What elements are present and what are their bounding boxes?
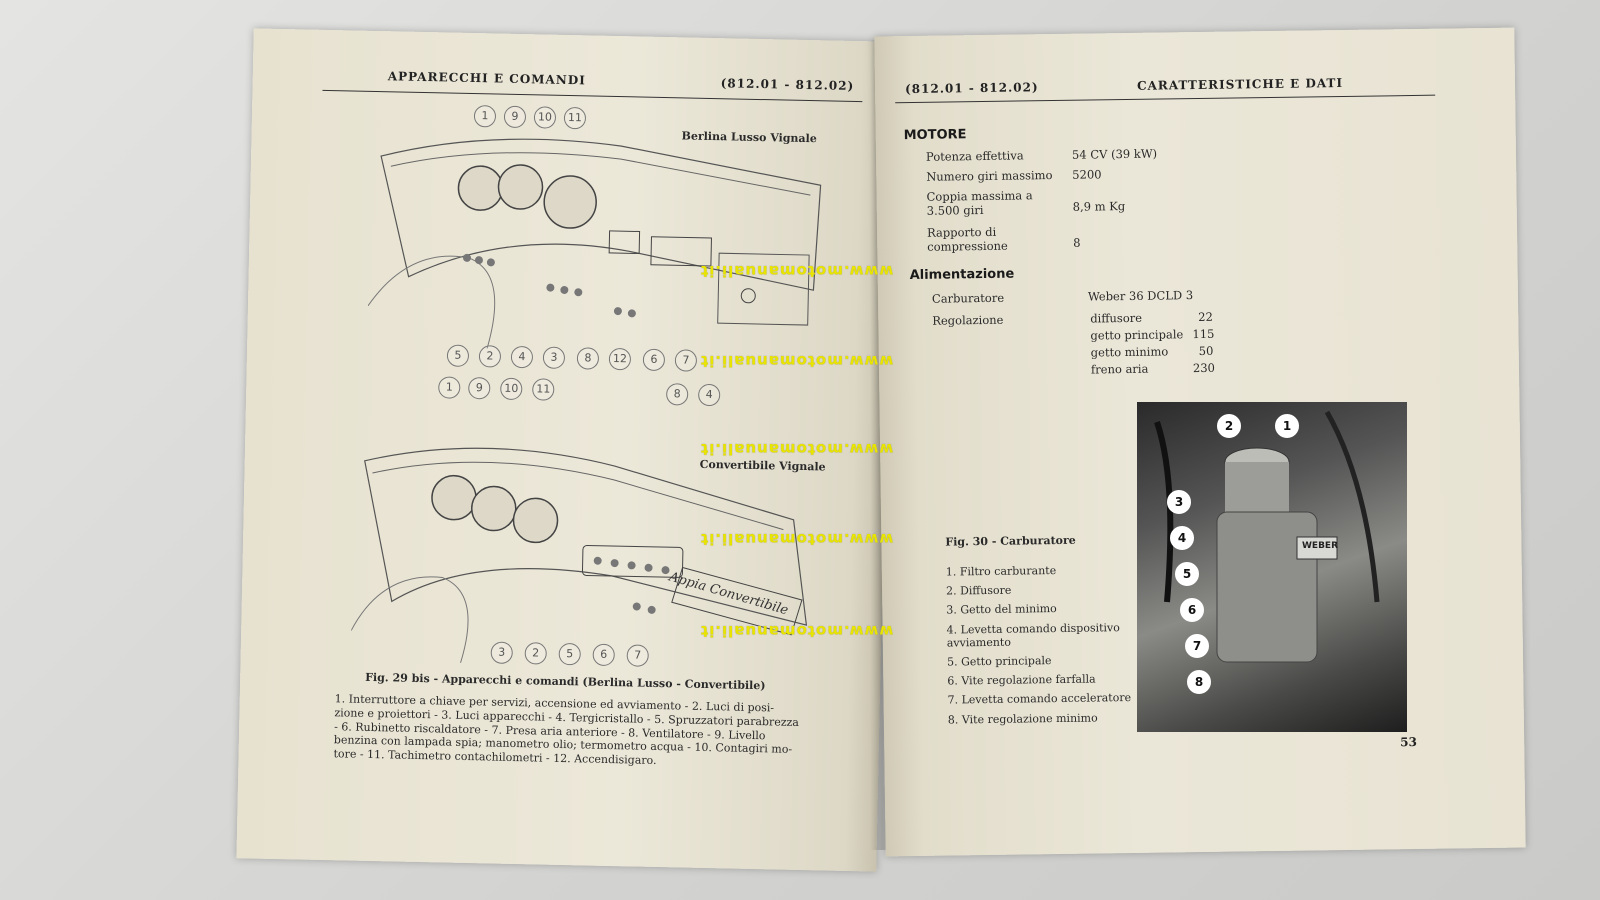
left-header-rule xyxy=(322,89,863,103)
diagram1-callout: 7 xyxy=(674,349,698,372)
diagram2-callout: 4 xyxy=(697,383,721,407)
legend-item: 2. Diffusore xyxy=(945,583,1012,598)
page-number: 53 xyxy=(1400,735,1418,750)
legend-item: 4. Levetta comando dispositivo avviament… xyxy=(946,620,1120,650)
fig30-legend: 1. Filtro carburante 2. Diffusore 3. Get… xyxy=(946,563,1153,733)
legend-item: 7. Levetta comando acceleratore xyxy=(947,691,1132,707)
legend-item: 3. Getto del minimo xyxy=(946,602,1057,617)
spec-label: Numero giri massimo xyxy=(926,168,1053,184)
fig29-caption-title: Fig. 29 bis - Apparecchi e comandi (Berl… xyxy=(365,670,766,693)
photo-callout: 8 xyxy=(1187,670,1211,694)
diagram2-callout: 10 xyxy=(500,377,523,401)
watermark-text: www.motomanuali.it xyxy=(700,622,894,640)
diagram1-callout: 8 xyxy=(576,347,600,370)
diagram2-callout: 9 xyxy=(468,376,491,400)
regolazione-value: 22 xyxy=(1198,309,1213,325)
watermark-text: www.motomanuali.it xyxy=(700,352,894,370)
weber-badge: WEBER xyxy=(1302,541,1339,551)
photo-callout: 4 xyxy=(1170,526,1194,550)
diagram1-callout: 4 xyxy=(510,345,534,369)
regolazione-label: Regolazione xyxy=(932,312,1004,328)
carburatore-value: Weber 36 DCLD 3 xyxy=(1087,288,1194,304)
regolazione-item: getto principale xyxy=(1090,327,1184,343)
spec-value: 5200 xyxy=(1072,167,1102,182)
spec-label: Potenza effettiva xyxy=(925,148,1024,164)
spec-value: 8 xyxy=(1073,235,1081,250)
right-header-code: (812.01 - 812.02) xyxy=(904,80,1039,97)
photo-callout: 3 xyxy=(1167,490,1191,514)
regolazione-value: 115 xyxy=(1192,326,1215,342)
legend-item: 1. Filtro carburante xyxy=(945,564,1057,579)
diagram2-callout: 11 xyxy=(532,378,555,401)
photo-callout: 6 xyxy=(1180,598,1204,622)
photo-callout: 7 xyxy=(1185,634,1209,658)
diagram1-callout: 12 xyxy=(608,347,632,371)
left-header-code: (812.01 - 812.02) xyxy=(720,76,855,93)
fig29-caption-body: 1. Interruttore a chiave per servizi, ac… xyxy=(333,692,834,771)
spec-value: 54 CV (39 kW) xyxy=(1071,146,1158,162)
photo-callout: 5 xyxy=(1175,562,1199,586)
photo-callout: 1 xyxy=(1275,414,1299,438)
left-page: APPARECCHI E COMANDI (812.01 - 812.02) B… xyxy=(236,28,894,872)
spec-label: Coppia massima a 3.500 giri xyxy=(926,188,1033,219)
diagram1-callout: 3 xyxy=(542,346,566,369)
right-header-title: CARATTERISTICHE E DATI xyxy=(1136,75,1344,93)
watermark-text: www.motomanuali.it xyxy=(700,530,894,548)
legend-item: 6. Vite regolazione farfalla xyxy=(947,672,1096,688)
diagram2-callout: 1 xyxy=(438,376,461,399)
fig30-caption: Fig. 30 - Carburatore xyxy=(945,533,1076,549)
regolazione-value: 50 xyxy=(1198,343,1214,359)
diagram1-callout: 5 xyxy=(446,344,470,367)
legend-item: 8. Vite regolazione minimo xyxy=(947,710,1098,727)
diagram1-callout: 2 xyxy=(478,345,502,368)
diagram2-callout: 8 xyxy=(665,383,689,406)
regolazione-item: getto minimo xyxy=(1090,344,1169,360)
regolazione-item: freno aria xyxy=(1090,361,1149,377)
right-header-rule xyxy=(895,94,1436,104)
spec-value: 8,9 m Kg xyxy=(1072,199,1126,214)
alimentazione-heading: Alimentazione xyxy=(909,266,1015,284)
dashboard-diagram-berlina xyxy=(367,138,822,349)
legend-item: 5. Getto principale xyxy=(946,654,1052,669)
regolazione-item: diffusore xyxy=(1090,310,1143,326)
carburatore-label: Carburatore xyxy=(931,290,1005,306)
watermark-text: www.motomanuali.it xyxy=(700,262,894,280)
photo-callout: 2 xyxy=(1217,414,1241,438)
dashboard-diagram-convertibile xyxy=(350,447,808,664)
carburetor-photo: WEBER 2 1 3 4 5 6 7 8 xyxy=(1137,402,1407,732)
motore-heading: MOTORE xyxy=(903,127,967,144)
regolazione-value: 230 xyxy=(1192,360,1216,376)
spec-label: Rapporto di compressione xyxy=(926,224,1008,255)
left-header-title: APPARECCHI E COMANDI xyxy=(387,69,586,88)
watermark-text: www.motomanuali.it xyxy=(700,440,894,458)
diagram1-callout: 6 xyxy=(642,348,666,372)
carburetor-photo-shapes xyxy=(1154,410,1380,663)
